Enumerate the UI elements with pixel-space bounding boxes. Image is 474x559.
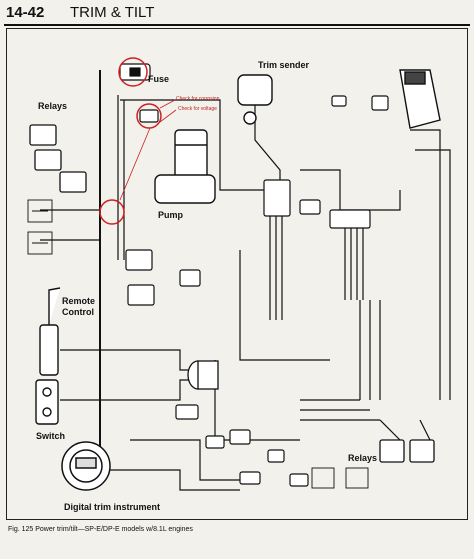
red-pointer-lines	[119, 99, 177, 201]
diagram-frame	[6, 28, 468, 520]
relays-bottom	[379, 439, 435, 463]
check-corrosion-note: Check for corrosion	[176, 96, 220, 102]
relays-top-label: Relays	[38, 101, 68, 111]
harness-remote	[60, 349, 200, 371]
harness-right-down	[344, 225, 364, 300]
harness-left-trunk	[117, 95, 125, 260]
remote-label-line1: Remote	[62, 296, 96, 306]
harness-switch	[60, 379, 200, 401]
fuse-holder	[119, 63, 151, 81]
relays-bottom-label: Relays	[348, 453, 378, 463]
digital-trim-label: Digital trim instrument	[64, 502, 161, 512]
mid-connectors	[125, 249, 201, 306]
trim-grip-top-right	[399, 69, 441, 129]
switch-panel	[35, 379, 59, 425]
remote-label-line2: Control	[62, 307, 94, 317]
page-title: TRIM & TILT	[70, 4, 155, 21]
harness-gauge	[110, 469, 240, 491]
check-red-circle	[136, 103, 162, 129]
relay-symbols-bottom	[311, 467, 369, 489]
harness-to-relays-bottom	[379, 419, 431, 441]
terminal-red-circle	[99, 199, 125, 225]
trim-sender-label: Trim sender	[258, 60, 310, 70]
switch-label: Switch	[36, 431, 66, 441]
fuse-label: Fuse	[148, 74, 170, 84]
header-rule	[4, 24, 470, 26]
harness-relay-left	[40, 209, 100, 241]
harness-far-right	[410, 129, 451, 400]
digital-trim-gauge	[61, 441, 111, 491]
harness-top-run	[120, 99, 280, 191]
page-number: 14-42	[6, 4, 45, 21]
pump-motor	[154, 129, 216, 204]
cylinder-connector	[187, 360, 219, 390]
harness-right-long	[359, 300, 381, 400]
fuse-red-circle	[118, 57, 148, 87]
trim-sender	[237, 74, 273, 125]
trim-switch-small	[331, 95, 389, 111]
relays-top	[29, 124, 87, 193]
lower-connectors	[175, 404, 309, 487]
figure-caption: Fig. 125 Power trim/tilt—SP-E/DP-E model…	[8, 526, 193, 533]
harness-center-mid	[239, 250, 330, 361]
harness-center-vertical	[269, 200, 283, 320]
relay-symbols-left	[27, 199, 53, 255]
remote-control-unit	[39, 287, 61, 376]
pump-label: Pump	[158, 210, 184, 220]
harness-lower-left	[130, 439, 240, 481]
harness-lower-mid	[214, 360, 300, 441]
center-connectors	[263, 179, 371, 229]
harness-connector-check	[139, 109, 159, 123]
check-voltage-note: Check for voltage	[178, 106, 217, 112]
harness-lower-right	[300, 399, 380, 421]
